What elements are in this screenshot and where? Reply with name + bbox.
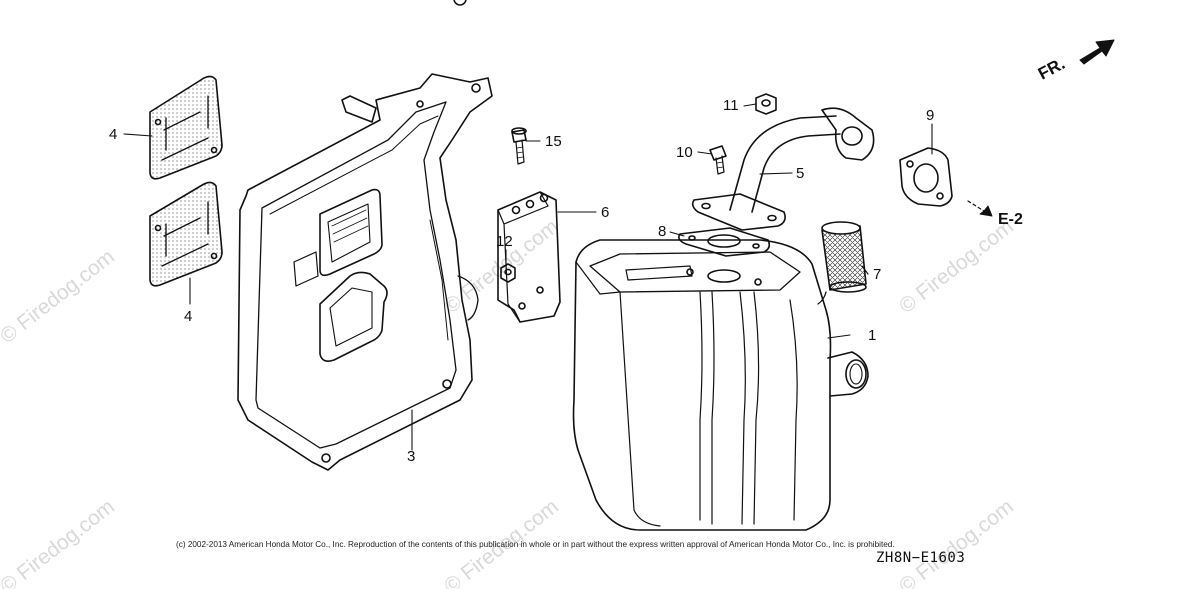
callout-6: 6 [601,204,609,221]
leader-lines [123,103,933,451]
reference-arrow: E-2 [967,200,1023,228]
part-4-lower-plate [149,181,223,287]
callout-5: 5 [796,165,804,182]
callout-12: 12 [496,233,513,250]
callout-4-upper: 4 [109,126,117,143]
protector-vent-upper [319,188,383,277]
copyright-notice: (c) 2002-2013 American Honda Motor Co., … [176,540,895,549]
protector-vent-lower [319,271,388,362]
callout-10: 10 [676,144,693,161]
front-direction-indicator: FR. [1035,39,1115,84]
part-3-muffler-protector [237,73,493,471]
part-7-spark-arrester [817,221,867,305]
part-15-bolt [511,127,527,165]
part-5-exhaust-pipe [691,107,875,231]
top-edge-mark [453,0,467,6]
callout-7: 7 [873,266,881,283]
part-12-nut [500,263,516,283]
part-9-gasket [899,147,953,207]
front-label: FR. [1035,54,1068,84]
reference-label: E-2 [998,211,1023,228]
diagram-code: ZH8N−E1603 [876,550,966,566]
callout-11: 11 [723,97,739,114]
callout-3: 3 [407,448,415,465]
part-10-bolt [709,145,727,175]
callout-9: 9 [926,107,934,124]
callout-4-lower: 4 [184,308,192,325]
part-1-muffler [572,239,869,531]
part-4-upper-plate [149,75,223,180]
callout-15: 15 [545,133,562,150]
part-6-stay [497,191,561,323]
callout-8: 8 [658,223,666,240]
part-11-nut [755,93,777,115]
callout-1: 1 [868,327,876,344]
